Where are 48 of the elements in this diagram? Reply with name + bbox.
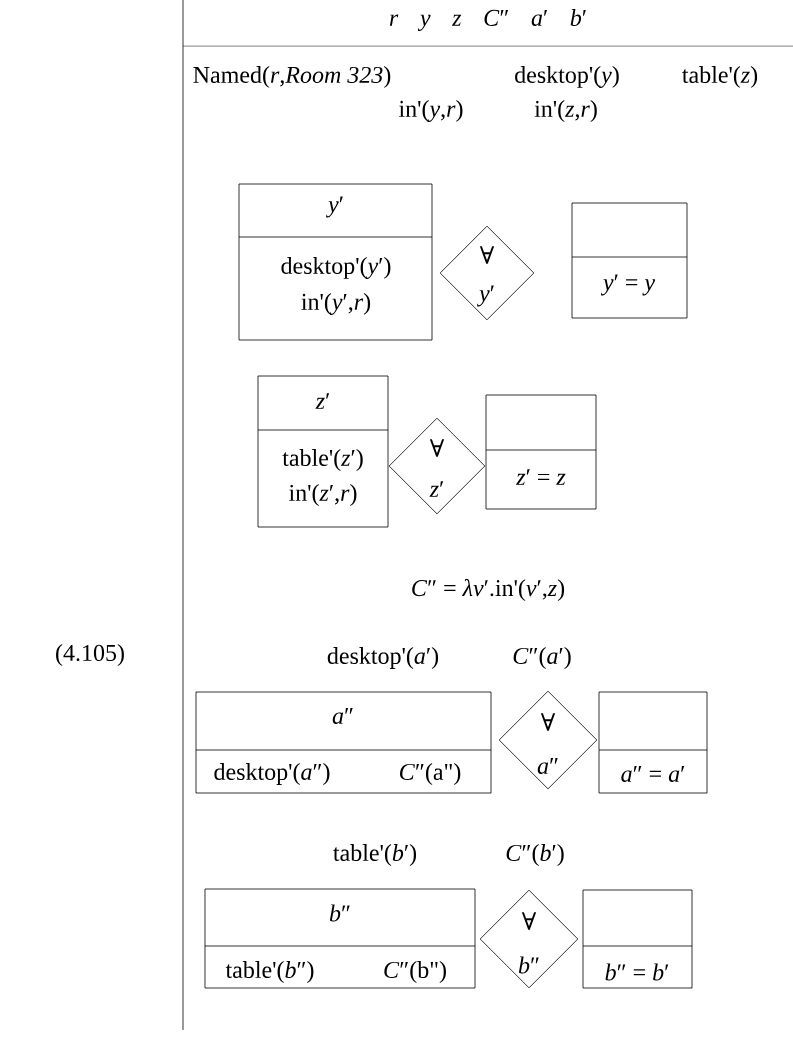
referent-list: b″ bbox=[329, 904, 350, 922]
drs-box bbox=[195, 691, 492, 794]
quantifier-diamond bbox=[479, 889, 579, 989]
condition: in'(z,r) bbox=[534, 100, 597, 122]
condition: desktop'(y′) bbox=[281, 257, 391, 279]
quantifier-symbol: ∀ bbox=[521, 912, 537, 930]
drs-box bbox=[257, 375, 389, 528]
condition: C″(a′) bbox=[513, 647, 571, 669]
drs-box bbox=[238, 183, 433, 341]
condition: C″(a") bbox=[400, 763, 461, 785]
condition: table'(z′) bbox=[282, 449, 363, 471]
condition: desktop'(y) bbox=[515, 66, 619, 88]
quantifier-diamond bbox=[439, 225, 535, 321]
referent-list: a″ bbox=[332, 708, 353, 724]
condition: in'(z′,r) bbox=[289, 484, 357, 506]
condition: table'(b′) bbox=[333, 844, 417, 866]
condition: a″ = a′ bbox=[621, 766, 685, 782]
condition: in'(y,r) bbox=[399, 100, 463, 122]
quantifier-symbol: ∀ bbox=[429, 439, 445, 457]
drs-box bbox=[571, 202, 688, 319]
bound-variable: z′ bbox=[429, 481, 444, 497]
condition: y′ = y bbox=[600, 274, 656, 296]
referent-list: z′ bbox=[315, 393, 330, 409]
quantifier-symbol: ∀ bbox=[479, 246, 495, 264]
drs-box bbox=[582, 889, 693, 989]
bound-variable: a″ bbox=[537, 758, 558, 774]
bound-variable: y′ bbox=[477, 285, 494, 307]
condition: in'(y′,r) bbox=[301, 293, 371, 315]
condition: C″(b") bbox=[384, 961, 446, 983]
condition: b″ = b′ bbox=[605, 963, 669, 981]
quantifier-diamond bbox=[388, 417, 486, 515]
condition: C″(b′) bbox=[506, 844, 564, 866]
drs-box bbox=[598, 691, 708, 794]
condition: Named(r,Room 323) bbox=[193, 66, 391, 88]
equation-number: (4.105) bbox=[56, 644, 124, 666]
quantifier-diamond bbox=[498, 690, 598, 790]
condition: z′ = z bbox=[516, 469, 566, 485]
referent-list: r y z C″ a′ b′ bbox=[389, 9, 586, 31]
drs-box bbox=[204, 888, 476, 989]
bound-variable: b″ bbox=[518, 956, 539, 974]
condition: table'(z) bbox=[682, 66, 758, 88]
drs-box bbox=[485, 394, 597, 510]
referent-list: y′ bbox=[326, 196, 343, 218]
condition: table'(b″) bbox=[225, 961, 314, 983]
condition: desktop'(a′) bbox=[327, 647, 439, 669]
condition: C″ = λv′.in'(v′,z) bbox=[412, 579, 565, 601]
condition: desktop'(a″) bbox=[214, 763, 330, 785]
quantifier-symbol: ∀ bbox=[540, 713, 556, 731]
